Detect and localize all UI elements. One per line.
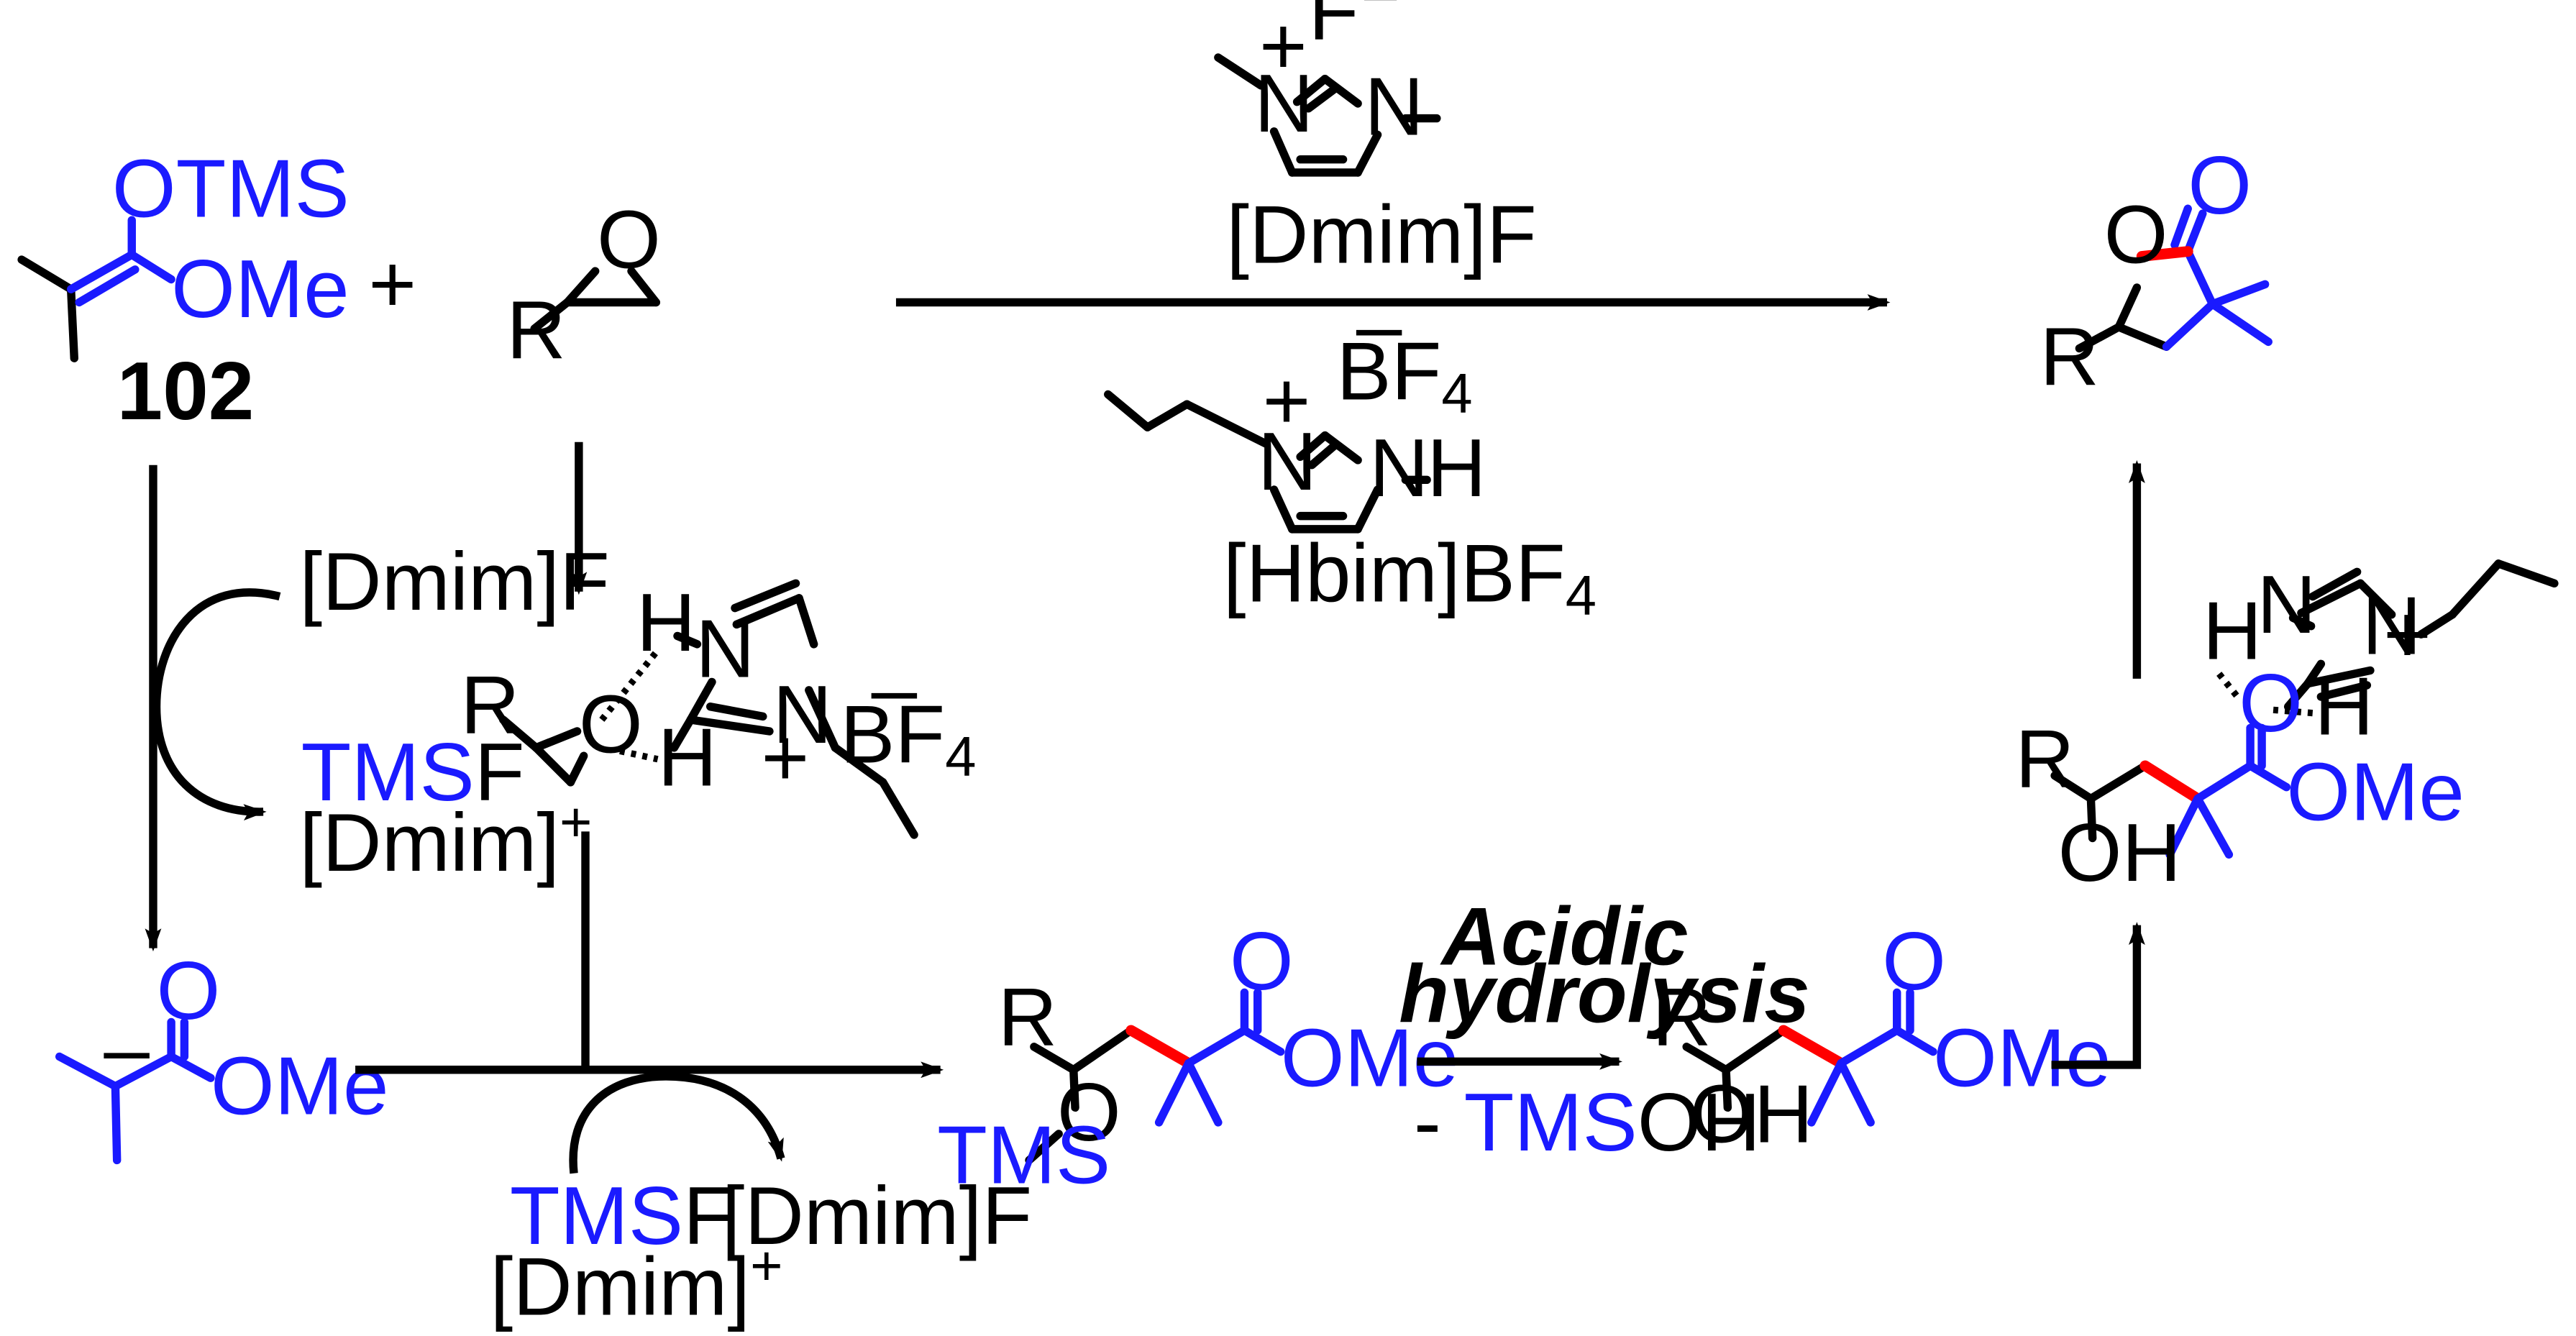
compound-number-102: 102 (117, 346, 255, 437)
dmim-n3: N (1364, 61, 1424, 152)
silyl-ether-tms: TMS (937, 1109, 1110, 1201)
complex-n3: N (773, 669, 833, 761)
activated-epoxide-complex: R O H H N N + BF4 – (460, 577, 976, 839)
complex-plus-charge: + (762, 712, 810, 803)
fluoride-activation-arrow (145, 465, 281, 952)
activated-hydroxy-ester-complex: R OH O OMe H H N N + (2015, 559, 2559, 899)
activated-ome: OMe (2286, 746, 2465, 838)
silyl-ketene-acetal-102: OTMS OMe 102 (17, 144, 350, 437)
hydroxy-ester-r-group: R (1652, 971, 1712, 1063)
lactone-carbonyl-oxygen: O (2188, 140, 2252, 232)
complex-r-group: R (460, 659, 520, 751)
epoxide: O R (506, 195, 661, 377)
dmim-fluoride-structure: N N + F⁻ [Dmim]F (1214, 0, 1537, 281)
complex-n1: N (695, 604, 755, 695)
dmim-n1: N (1254, 58, 1314, 150)
activated-plus-charge: + (2383, 589, 2431, 680)
tmsoh-byproduct: - TMSOH (1414, 1077, 1760, 1168)
tmsf-byproduct: TMSF (301, 727, 525, 818)
silyl-ether-oxygen: O (1057, 1067, 1121, 1158)
activation-elbow-arrow (2051, 922, 2145, 1069)
bf4-minus-charge: – (1356, 280, 1402, 371)
hydroxy-ester: R OH O OMe (1652, 916, 2111, 1161)
enolate-ome: OMe (211, 1040, 389, 1132)
gamma-lactone-product: O O R (2040, 140, 2273, 403)
complex-bf4-minus: – (872, 643, 918, 734)
hbim-h: H (1427, 423, 1486, 514)
complex-ch-hydrogen: H (658, 712, 718, 803)
hbim-nh: N (1369, 423, 1429, 514)
lactone-r-group: R (2040, 311, 2100, 403)
enolate-minus-charge: – (104, 1003, 150, 1094)
ester-enolate: O OMe – (55, 946, 389, 1165)
ome-label: OMe (171, 244, 350, 335)
plus-sign: + (368, 239, 416, 330)
silyl-ether-r-group: R (998, 971, 1058, 1063)
activated-oh: OH (2058, 807, 2181, 899)
complex-nh-hydrogen: H (636, 577, 696, 669)
hydroxy-ester-ome: OMe (1933, 1013, 2111, 1104)
dmim-f-catalyst-in: [Dmim]F (299, 536, 610, 628)
hbim-plus-charge: + (1263, 355, 1311, 447)
hbim-bf4-label: [Hbim]BF4 (1223, 528, 1597, 626)
complex-epoxide-oxygen: O (579, 680, 643, 771)
lactone-ring-oxygen: O (2104, 190, 2168, 281)
enolate-oxygen: O (157, 946, 221, 1037)
dmim-cation-out: [Dmim]+ (299, 792, 592, 889)
ring-opening-arrow (355, 831, 944, 1174)
fluoride-anion: F⁻ (1309, 0, 1402, 58)
activated-r-group: R (2015, 714, 2075, 805)
activated-n1: N (2257, 559, 2316, 651)
hydrolysis-label-line1: Acidic (1440, 892, 1689, 983)
epoxide-oxygen: O (597, 195, 661, 286)
hbim-bf4-structure: N N H + BF4 – [Hbim]BF4 (1104, 280, 1597, 627)
activated-n3: N (2362, 581, 2421, 672)
silyl-ether-carbonyl-oxygen: O (1230, 916, 1294, 1007)
epoxide-r-group: R (506, 285, 566, 376)
hydroxy-ester-oh: OH (1690, 1069, 1813, 1160)
activated-nh-hydrogen: H (2203, 585, 2262, 677)
bf4-anion: BF4 (1336, 326, 1472, 424)
activated-ch-hydrogen: H (2314, 662, 2374, 753)
hydroxy-ester-carbonyl-oxygen: O (1882, 916, 1946, 1007)
dmim-cation-in: [Dmim]+ (490, 1235, 782, 1332)
dmim-f-regenerated: [Dmim]F (722, 1171, 1033, 1262)
otms-label: OTMS (112, 144, 350, 235)
silyl-ether-ester: R O TMS O OMe (937, 916, 1458, 1202)
hbim-n1: N (1258, 416, 1317, 508)
hydrolysis-label-line2: hydrolysis (1399, 948, 1809, 1040)
tmsf-regenerated: TMSF (510, 1171, 734, 1262)
dmim-plus-charge: + (1259, 1, 1307, 92)
dmim-f-label: [Dmim]F (1226, 190, 1537, 281)
activated-carbonyl-oxygen: O (2239, 658, 2303, 749)
complex-bf4-anion: BF4 (840, 689, 976, 787)
